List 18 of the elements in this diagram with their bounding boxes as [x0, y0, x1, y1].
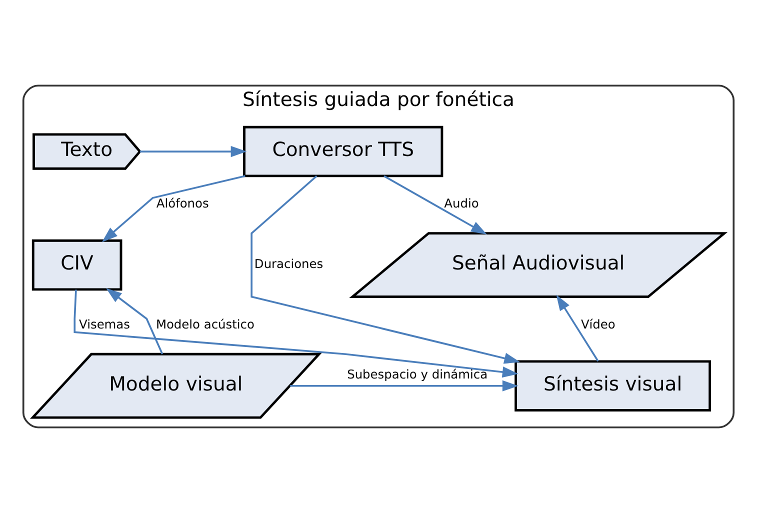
arrow: [384, 174, 487, 234]
node-box: Síntesis visual: [514, 360, 712, 411]
edge-label: Duraciones: [254, 256, 324, 271]
arrow: [140, 145, 247, 157]
arrow: [74, 289, 518, 378]
edge-label: Audio: [444, 196, 479, 210]
edge-label: Vídeo: [580, 317, 616, 332]
arrow: [106, 288, 164, 354]
arrow: [290, 380, 518, 391]
arrow: [250, 174, 520, 364]
node-box: Conversor TTS: [243, 125, 444, 177]
edge-label: Subespacio y dinámica: [347, 367, 488, 382]
arrow: [556, 294, 599, 362]
edge-label: Modelo acústico: [156, 317, 254, 332]
edge-label: Alófonos: [156, 196, 209, 210]
node-box: CIV: [32, 238, 122, 290]
arrow: [102, 174, 246, 242]
edge-label: Visemas: [79, 317, 130, 332]
